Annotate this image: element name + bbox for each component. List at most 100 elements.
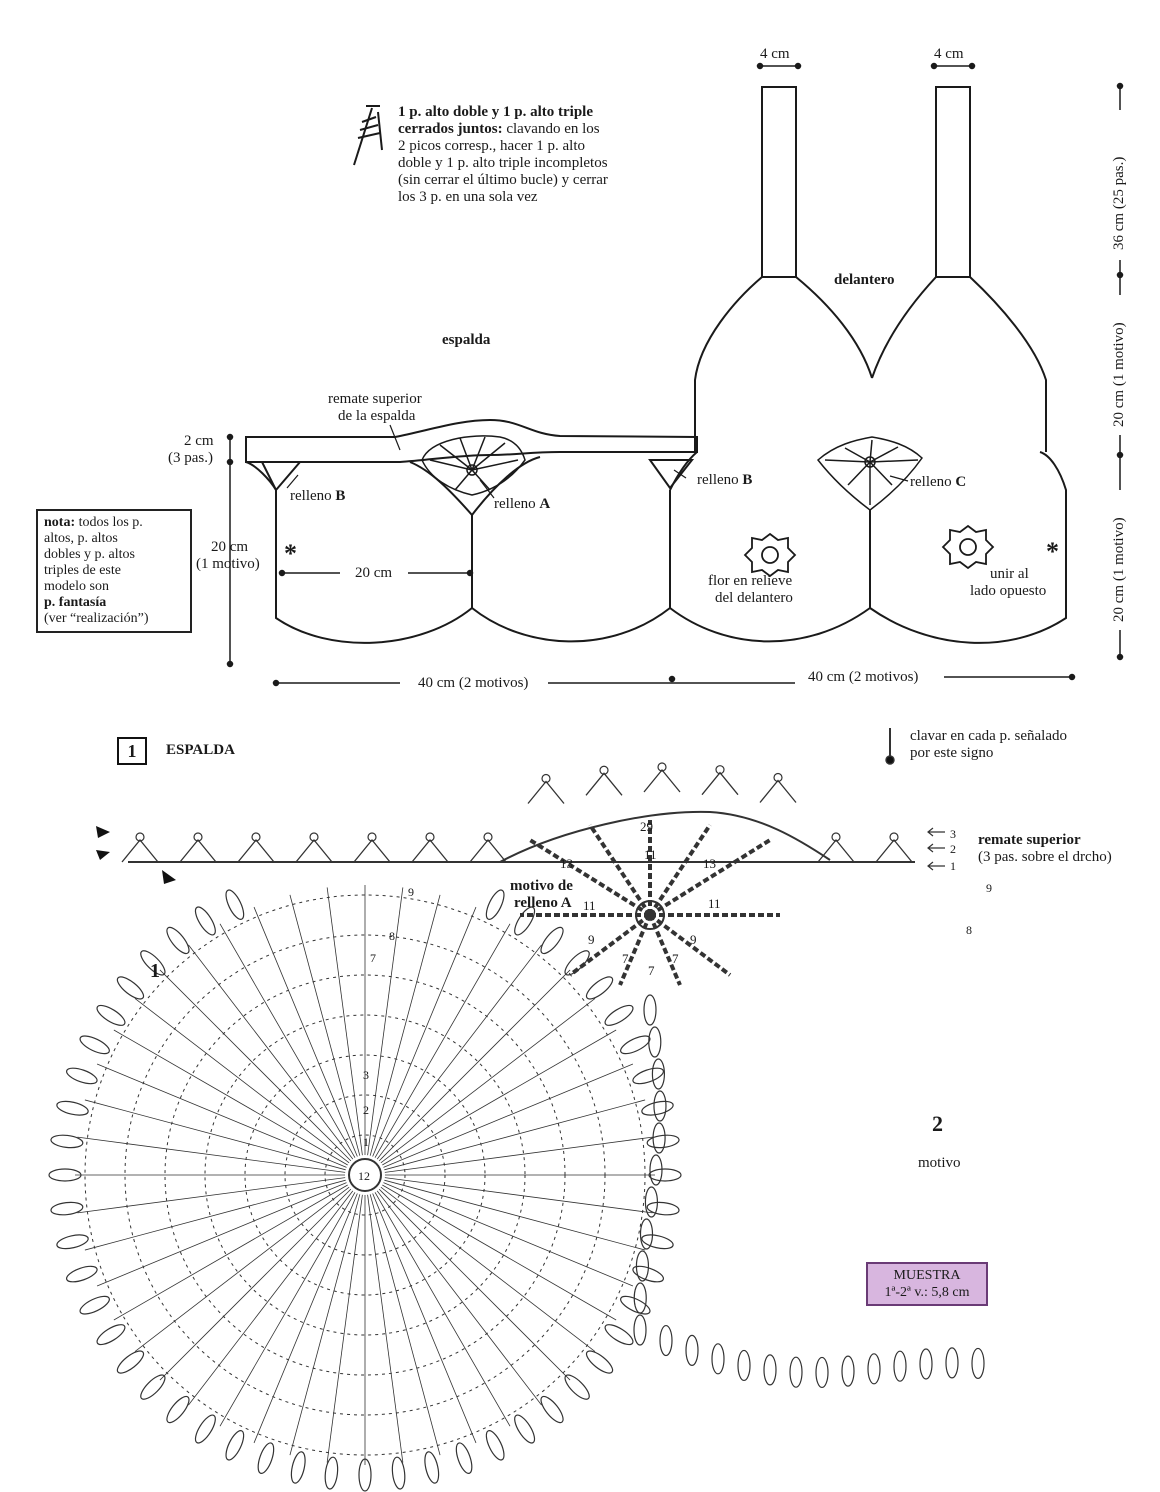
motif-1-edge-loop xyxy=(424,1451,440,1484)
relleno-b-left xyxy=(260,461,303,492)
motif-1-spoke xyxy=(384,1177,653,1214)
right-dim-bot: 20 cm (1 motivo) xyxy=(1111,517,1127,622)
picot xyxy=(425,832,435,842)
picot xyxy=(367,832,377,842)
motif-1-spoke xyxy=(253,1193,358,1444)
round-num-8: 8 xyxy=(389,929,395,943)
motif-1-edge-loop xyxy=(540,926,564,955)
motif-1-edge-loop xyxy=(194,1414,216,1444)
motif-1-spoke xyxy=(376,1190,542,1406)
motif-1-edge-loop xyxy=(194,906,216,936)
motif-1-edge-loop xyxy=(514,906,536,936)
picot-fan xyxy=(701,771,739,796)
dimension-lines xyxy=(226,82,1132,687)
motif-1-spoke xyxy=(289,1194,361,1456)
motif-dividers xyxy=(471,490,871,608)
picot xyxy=(135,832,145,842)
relleno-num-11b: 11 xyxy=(583,898,596,913)
relleno-num-11c: 11 xyxy=(708,896,721,911)
motif-1-edge-loop xyxy=(604,1004,634,1026)
relleno-a-arm xyxy=(648,914,682,986)
remate-label-2: de la espalda xyxy=(338,408,416,424)
label-delantero: delantero xyxy=(834,272,895,288)
motif-1-edge-loop xyxy=(225,889,245,920)
motif-1-edge-loop xyxy=(585,976,614,1000)
motif-2-edge-loop xyxy=(945,1347,959,1379)
picot xyxy=(715,765,725,775)
row-label-3: 3 xyxy=(950,827,956,841)
motif-1-edge-loop xyxy=(56,1100,89,1116)
flor-label-1: flor en relieve xyxy=(708,573,793,589)
picot-fan xyxy=(411,838,449,863)
row-arrow xyxy=(927,861,945,871)
motif-1-edge-loop xyxy=(290,1451,306,1484)
motif-1-spoke xyxy=(84,1099,346,1171)
relleno-num-9a: 9 xyxy=(588,932,595,947)
motif-1-number: 1 xyxy=(150,960,160,982)
remate-arch xyxy=(499,810,831,863)
motif-1-spoke xyxy=(77,1136,346,1173)
motif-1-spoke xyxy=(159,1188,352,1381)
legend-line-4: doble y 1 p. alto triple incompletos xyxy=(398,155,608,171)
cup-right-outline xyxy=(871,276,937,379)
relleno-num-13b: 13 xyxy=(703,856,716,871)
motif-1-spoke xyxy=(134,1186,350,1352)
label-relleno-b-1: relleno B xyxy=(290,488,346,504)
picot xyxy=(251,832,261,842)
motif-1-spoke xyxy=(134,998,350,1164)
motif-2-edge-loop xyxy=(841,1355,855,1387)
motif-2-side-loop xyxy=(653,1090,667,1122)
crochet-stitch-chart xyxy=(48,728,985,1492)
cup-left-outline xyxy=(694,276,763,452)
picot xyxy=(193,832,203,842)
motif-2-edge-loop xyxy=(789,1356,803,1388)
label-espalda: espalda xyxy=(442,332,491,348)
motif-1-edge-loop xyxy=(166,926,190,955)
motif-1-edge-loop xyxy=(66,1067,98,1085)
relleno-a-arm xyxy=(648,838,772,917)
motif-1-edge-loop xyxy=(564,1374,590,1400)
motif-1-spoke xyxy=(372,906,477,1157)
relleno-num-11a: 11 xyxy=(644,847,657,862)
arrow-marker xyxy=(96,850,110,860)
motif-2-edge-loop xyxy=(633,1314,647,1346)
motif-1-edge-loop xyxy=(585,1350,614,1374)
round-num-1: 1 xyxy=(363,1135,369,1149)
relleno-a-arm xyxy=(648,913,732,977)
picot-fan xyxy=(295,838,333,863)
motif-1-edge-loop xyxy=(50,1201,84,1216)
relief-flower-1 xyxy=(743,532,797,578)
motif-1-spoke xyxy=(369,894,441,1156)
relleno-a-arm xyxy=(568,913,652,977)
motif-1-spoke xyxy=(384,1136,653,1173)
motif-1-edge-loop xyxy=(79,1035,110,1055)
motif-1-spoke xyxy=(219,923,356,1158)
muestra-title: MUESTRA xyxy=(893,1268,961,1283)
motif-2-edge-loop xyxy=(893,1350,907,1382)
relleno-a-arm xyxy=(528,838,652,917)
motif-1-spoke xyxy=(367,1194,404,1463)
motif-1-spoke xyxy=(159,969,352,1162)
motif-1-spoke xyxy=(289,894,361,1156)
relleno-num-29: 29 xyxy=(640,819,653,834)
picot xyxy=(889,832,899,842)
motif-1-spoke xyxy=(84,1179,346,1251)
cup-right-outline-r xyxy=(969,276,1047,452)
motif-1-spoke xyxy=(382,1184,617,1321)
motif-2-label: motivo xyxy=(918,1155,961,1171)
motif-1-edge-loop xyxy=(641,1100,674,1116)
strap-right xyxy=(935,86,971,278)
round-num-3: 3 xyxy=(363,1068,369,1082)
relleno-a-arm xyxy=(618,914,652,986)
motif-2-edge-loop xyxy=(867,1353,881,1385)
motif-2-edge-loop xyxy=(815,1356,829,1389)
motif-1-edge-loop xyxy=(646,1134,680,1149)
motif-1-edge-loop xyxy=(56,1234,89,1250)
motif-2-edge-loop xyxy=(659,1324,673,1357)
motif-2-side-loop xyxy=(639,1218,654,1250)
asterisk-right: * xyxy=(1046,537,1059,566)
bottom-dim-left: 40 cm (2 motivos) xyxy=(418,675,529,691)
motif-1-edge-loop xyxy=(140,950,166,976)
relleno-a-arm xyxy=(648,823,712,917)
motif-1-spoke xyxy=(383,1063,634,1168)
